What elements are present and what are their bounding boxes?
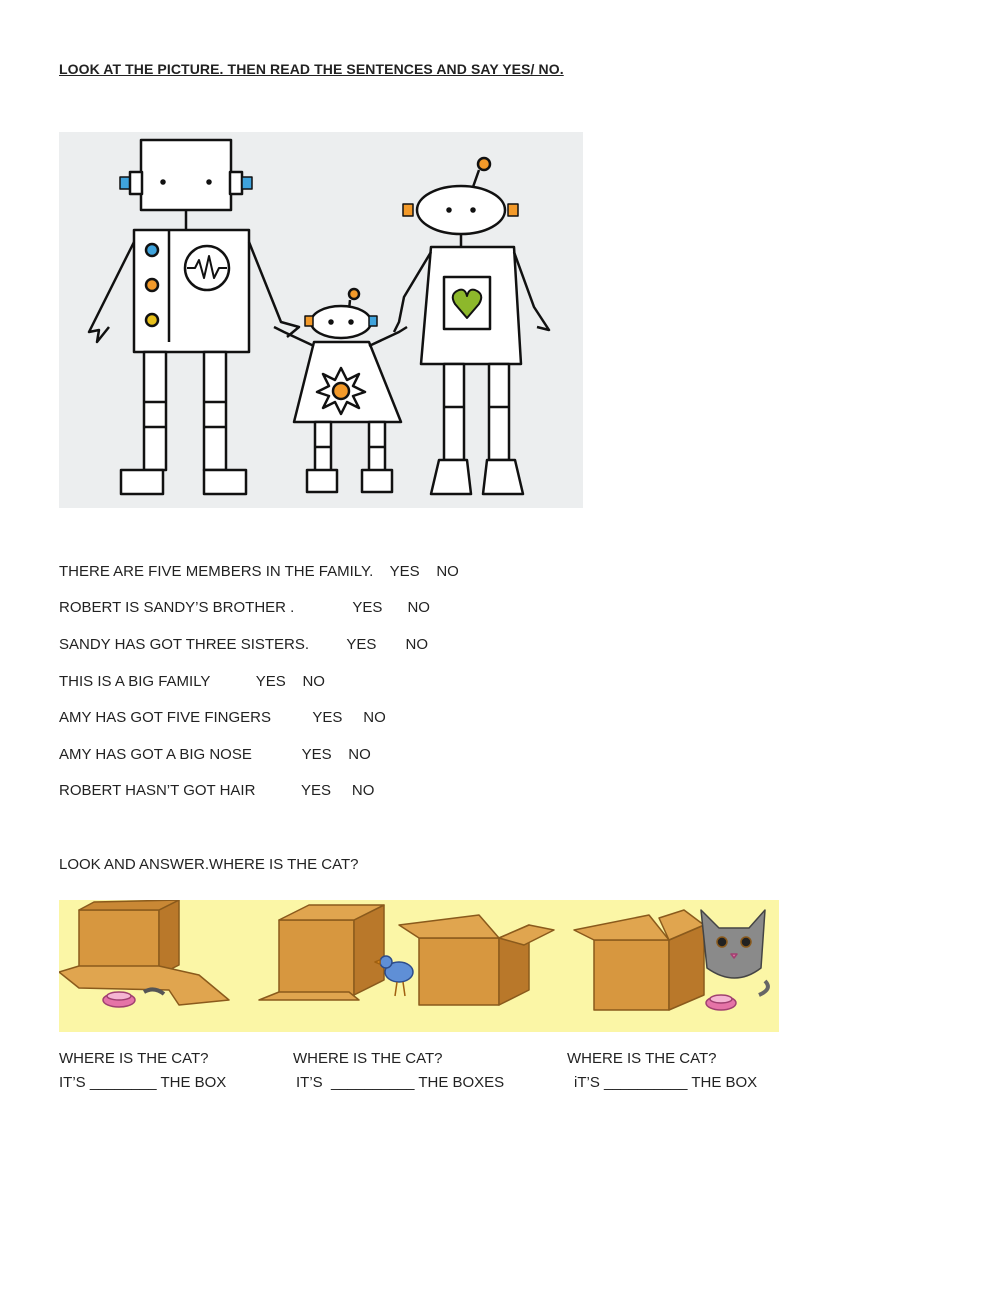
question-text: ROBERT HASN’T GOT HAIR: [59, 782, 256, 799]
dad-robot: [87, 138, 301, 496]
no-option[interactable]: NO: [348, 746, 371, 763]
answer-2-question: WHERE IS THE CAT?: [293, 1050, 443, 1067]
robot-family-picture: [59, 132, 583, 508]
cat-box-picture: [59, 900, 779, 1032]
answer-3-question: WHERE IS THE CAT?: [567, 1050, 717, 1067]
page-title: LOOK AT THE PICTURE. THEN READ THE SENTE…: [59, 61, 564, 77]
yes-option[interactable]: YES: [255, 673, 286, 690]
yes-option[interactable]: YES: [301, 782, 332, 799]
mom-robot: [392, 156, 551, 496]
no-option[interactable]: NO: [351, 782, 375, 799]
question-text: THERE ARE FIVE MEMBERS IN THE FAMILY.: [59, 563, 374, 580]
question-7: ROBERT HASN’T GOT HAIR YES NO: [59, 782, 374, 799]
answer-2-blank[interactable]: IT’S __________ THE BOXES: [296, 1074, 505, 1091]
question-text: THIS IS A BIG FAMILY: [59, 673, 211, 690]
yes-option[interactable]: YES: [352, 599, 383, 616]
answer-1-blank[interactable]: IT’S ________ THE BOX: [59, 1074, 227, 1091]
no-option[interactable]: NO: [363, 709, 386, 726]
yes-option[interactable]: YES: [312, 709, 343, 726]
question-3: SANDY HAS GOT THREE SISTERS. YES NO: [59, 636, 428, 653]
question-5: AMY HAS GOT FIVE FINGERS YES NO: [59, 709, 386, 726]
question-text: AMY HAS GOT A BIG NOSE: [59, 746, 252, 763]
question-6: AMY HAS GOT A BIG NOSE YES NO: [59, 746, 371, 763]
no-option[interactable]: NO: [436, 563, 459, 580]
yes-option[interactable]: YES: [389, 563, 420, 580]
question-text: SANDY HAS GOT THREE SISTERS.: [59, 636, 310, 653]
question-4: THIS IS A BIG FAMILY YES NO: [59, 673, 325, 690]
no-option[interactable]: NO: [405, 636, 429, 653]
scene-in: [573, 909, 770, 1011]
yes-option[interactable]: YES: [346, 636, 377, 653]
yes-option[interactable]: YES: [301, 746, 332, 763]
no-option[interactable]: NO: [407, 599, 430, 616]
scene-between: [258, 904, 555, 1006]
answer-1-question: WHERE IS THE CAT?: [59, 1050, 209, 1067]
answer-3-blank[interactable]: iT’S __________ THE BOX: [574, 1074, 758, 1091]
question-text: ROBERT IS SANDY’S BROTHER .: [59, 599, 295, 616]
child-robot: [273, 287, 408, 494]
question-text: AMY HAS GOT FIVE FINGERS: [59, 709, 271, 726]
section-2-title: LOOK AND ANSWER.WHERE IS THE CAT?: [59, 856, 359, 873]
question-1: THERE ARE FIVE MEMBERS IN THE FAMILY. YE…: [59, 563, 459, 580]
scene-under: [59, 900, 230, 1008]
no-option[interactable]: NO: [302, 673, 325, 690]
question-2: ROBERT IS SANDY’S BROTHER . YES NO: [59, 599, 430, 616]
